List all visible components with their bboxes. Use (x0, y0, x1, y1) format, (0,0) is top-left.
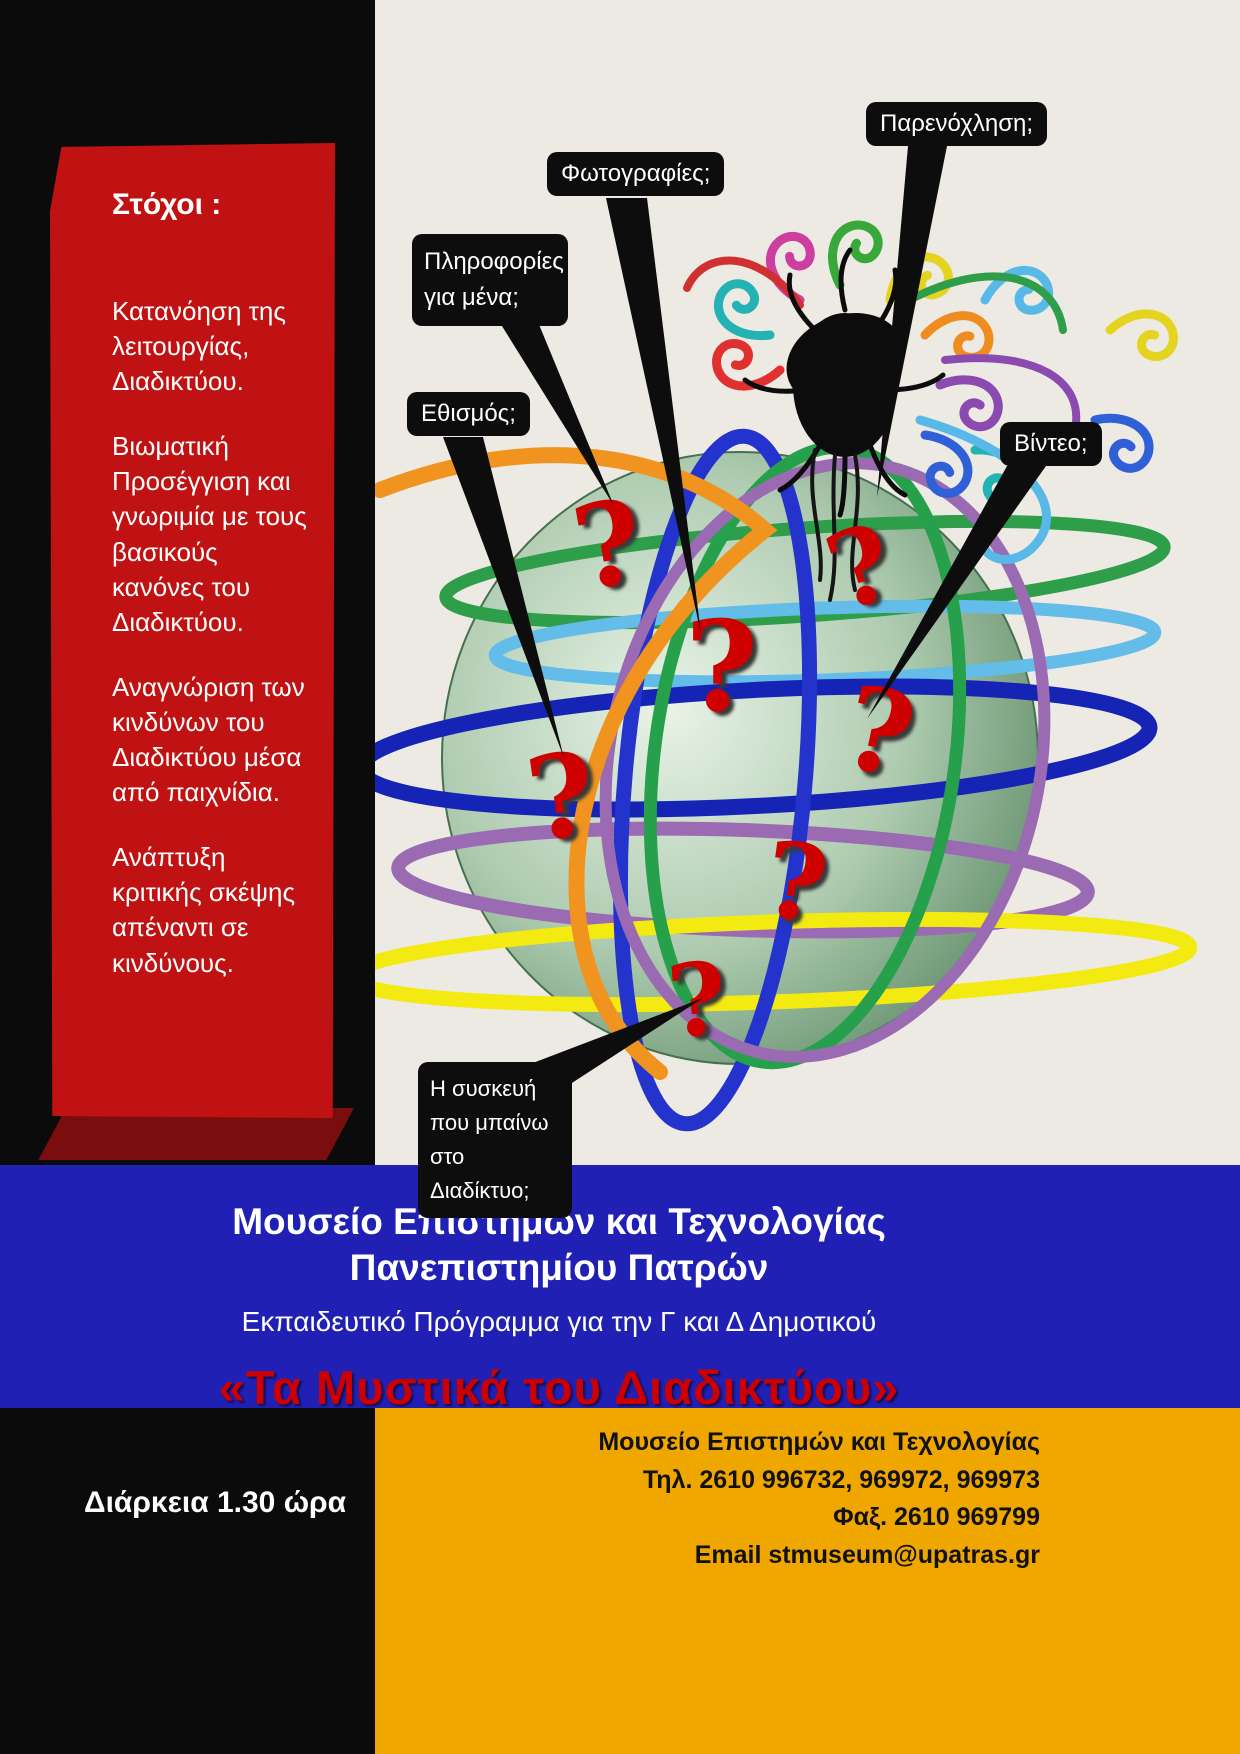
goals-text-block: Στόχοι : Κατανόηση της λειτουργίας, Διαδ… (112, 188, 314, 1011)
monster-hair-strands (810, 448, 860, 602)
program-title: «Τα Μυστικά του Διαδικτύου» (218, 1360, 900, 1414)
callout-device: Η συσκευή που μπαίνω στο Διαδίκτυο; (418, 1062, 572, 1219)
blue-banner-band: Μουσείο Επιστημών και Τεχνολογίας Πανεπι… (0, 1165, 1240, 1414)
callout-video: Βίντεο; (1000, 422, 1102, 466)
banner-content: Μουσείο Επιστημών και Τεχνολογίας Πανεπι… (0, 1165, 1118, 1415)
footer-orange-block (375, 1408, 1240, 1754)
program-subtitle: Εκπαιδευτικό Πρόγραμμα για την Γ και Δ Δ… (241, 1305, 877, 1337)
contact-block: Μουσείο Επιστημών και Τεχνολογίας Τηλ. 2… (375, 1424, 1240, 1574)
contact-museum-name: Μουσείο Επιστημών και Τεχνολογίας (598, 1428, 1040, 1456)
callout-personal-info: Πληροφορίες για μένα; (412, 234, 568, 326)
duration-text: Διάρκεια 1.30 ώρα (84, 1486, 347, 1519)
question-mark: ? (685, 594, 759, 740)
goal-item: Κατανόηση της λειτουργίας, Διαδικτύου. (112, 296, 286, 397)
footer-black-block (0, 1408, 375, 1754)
goal-item: Αναγνώριση των κινδύνων του Διαδικτύου μ… (112, 671, 305, 808)
goal-item: Ανάπτυξη κριτικής σκέψης απέναντι σε κιν… (112, 842, 295, 978)
contact-fax: Φαξ. 2610 969799 (833, 1503, 1040, 1531)
contact-phone: Τηλ. 2610 996732, 969972, 969973 (642, 1465, 1040, 1494)
callout-harassment: Παρενόχληση; (866, 102, 1048, 146)
callout-photos: Φωτογραφίες; (547, 152, 725, 196)
callout-addiction: Εθισμός; (407, 392, 530, 436)
museum-name-line2: Πανεπιστημίου Πατρών (349, 1247, 769, 1289)
contact-email: Email stmuseum@upatras.gr (694, 1540, 1040, 1569)
internet-globe-illustration (375, 0, 1198, 1132)
goals-title: Στόχοι : (112, 188, 222, 221)
question-mark: ? (662, 938, 732, 1062)
goal-item: Βιωματική Προσέγγιση και γνωριμία με του… (112, 431, 307, 637)
goals-panel (50, 143, 335, 1118)
